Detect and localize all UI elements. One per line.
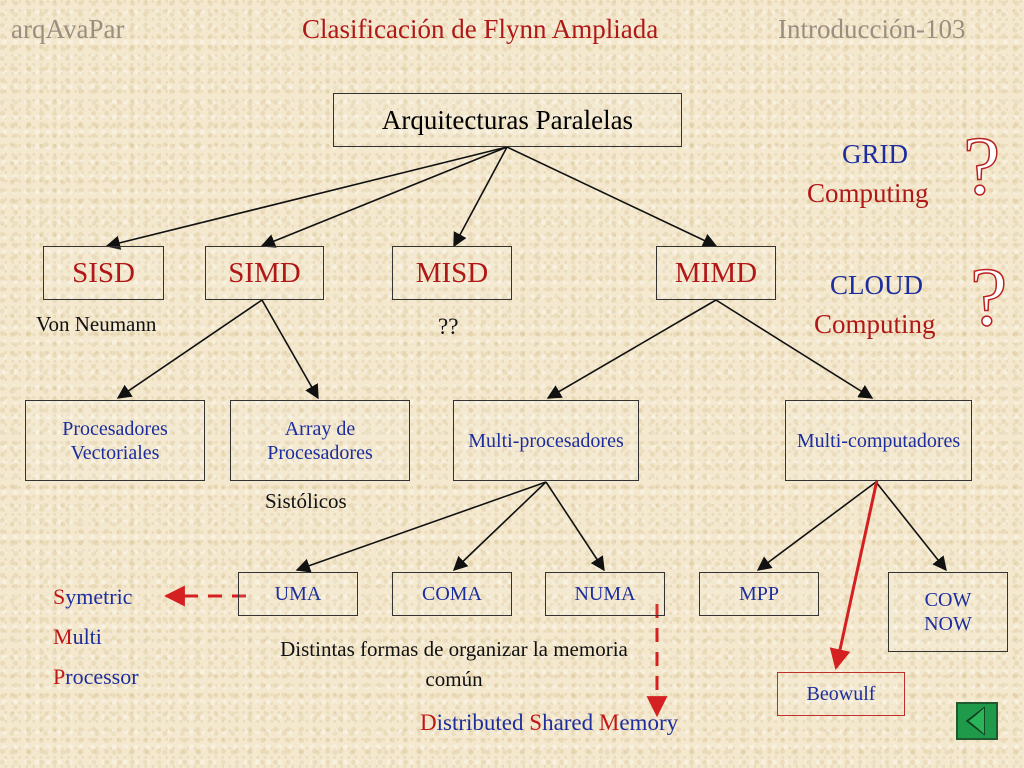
node-cow-now: COW NOW: [888, 572, 1008, 652]
grid-label: GRID: [842, 139, 908, 169]
edge-red-beowulf: [829, 479, 879, 671]
cloud-computing-label: Computing: [814, 309, 936, 339]
node-coma: COMA: [392, 572, 512, 616]
header-right: Introducción-103: [778, 14, 966, 44]
node-uma: UMA: [238, 572, 358, 616]
node-numa: NUMA: [545, 572, 665, 616]
node-array-processors: Array de Procesadores: [230, 400, 410, 481]
grid-computing-label: Computing: [807, 178, 929, 208]
edge-multicomp-cow: [875, 481, 947, 572]
node-multiprocessors: Multi-procesadores: [453, 400, 639, 481]
node-sisd: SISD: [43, 246, 164, 300]
cloud-label: CLOUD: [830, 270, 923, 300]
slide-title: Clasificación de Flynn Ampliada: [302, 14, 659, 44]
note-memory-organization: Distintas formas de organizar la memoria…: [280, 637, 628, 692]
smp-processor: Processor: [53, 664, 139, 689]
node-mpp: MPP: [699, 572, 819, 616]
node-simd: SIMD: [205, 246, 324, 300]
node-misd: MISD: [392, 246, 512, 300]
edge-root-mimd: [506, 146, 718, 247]
note-misd-unknown: ??: [438, 314, 459, 339]
cloud-question-mark: ?: [969, 251, 1008, 344]
edge-root-misd: [453, 146, 508, 248]
dsm-label: Distributed Shared Memory: [420, 710, 679, 735]
edge-mimd-multiproc: [546, 299, 717, 399]
node-multicomputers: Multi-computadores: [785, 400, 972, 481]
edge-mimd-multicomp: [715, 299, 874, 399]
note-systolic: Sistólicos: [265, 489, 347, 513]
edge-simd-array: [261, 299, 319, 400]
edge-root-sisd: [105, 146, 508, 250]
edge-multiproc-uma: [295, 481, 547, 573]
back-triangle-icon[interactable]: [956, 702, 998, 740]
node-beowulf: Beowulf: [777, 672, 905, 716]
node-root: Arquitecturas Paralelas: [333, 93, 682, 147]
edge-multiproc-numa: [545, 481, 605, 572]
note-von-neumann: Von Neumann: [36, 312, 157, 336]
edge-multiproc-coma: [452, 481, 547, 571]
smp-symetric: Symetric: [53, 584, 133, 609]
node-mimd: MIMD: [656, 246, 776, 300]
smp-multi: Multi: [53, 624, 102, 649]
node-vector-processors: Procesadores Vectoriales: [25, 400, 205, 481]
header-left: arqAvaPar: [11, 14, 125, 44]
edge-simd-vect: [116, 299, 263, 399]
edge-root-simd: [260, 146, 508, 248]
grid-question-mark: ?: [962, 120, 1001, 213]
edge-multicomp-mpp: [756, 481, 877, 571]
